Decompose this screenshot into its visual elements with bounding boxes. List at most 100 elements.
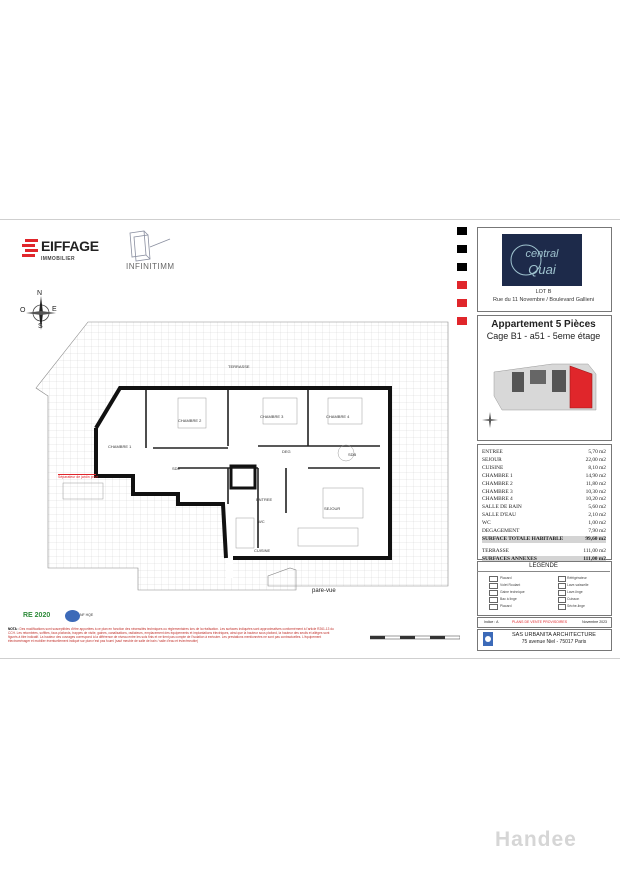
area-label: CUISINE bbox=[482, 464, 504, 471]
developer-subtitle: IMMOBILIER bbox=[41, 256, 75, 262]
area-row: CHAMBRE 4 10,20 m2 bbox=[482, 496, 606, 503]
indice-label: Indice : A bbox=[484, 620, 499, 624]
area-label: DEGAGEMENT bbox=[482, 528, 520, 534]
area-value: 1,00 m2 bbox=[588, 520, 606, 527]
label-sde: SDE bbox=[172, 466, 181, 471]
legend-item: Cuisson bbox=[567, 597, 580, 601]
area-row: TERRASSE 111,00 m2 bbox=[482, 548, 606, 555]
label-chambre1: CHAMBRE 1 bbox=[108, 444, 132, 449]
room-labels: CHAMBRE 1 CHAMBRE 2 CHAMBRE 3 CHAMBRE 4 … bbox=[58, 364, 357, 594]
area-row: DEGAGEMENT 7,90 m2 bbox=[482, 528, 606, 535]
architect-name: SAS URBANITA ARCHITECTURE bbox=[512, 632, 596, 638]
key-plan bbox=[493, 363, 597, 411]
label-entree: ENTREE bbox=[256, 497, 273, 502]
area-value: 111,00 m2 bbox=[583, 547, 606, 554]
area-value: 14,90 m2 bbox=[585, 472, 606, 479]
label-wc: WC bbox=[258, 519, 265, 524]
legend-symbol-icon bbox=[489, 604, 498, 610]
area-value: 10,30 m2 bbox=[585, 488, 606, 495]
swatch-red-2 bbox=[457, 299, 467, 307]
area-label: WC bbox=[482, 520, 491, 527]
area-row: SEJOUR 22,00 m2 bbox=[482, 457, 606, 464]
area-label: CHAMBRE 1 bbox=[482, 472, 513, 479]
label-deg: DEG bbox=[282, 449, 291, 454]
legend-symbol-icon bbox=[558, 597, 566, 603]
area-row: WC 1,00 m2 bbox=[482, 520, 606, 527]
label-chambre2: CHAMBRE 2 bbox=[178, 418, 202, 423]
label-chambre3: CHAMBRE 3 bbox=[260, 414, 284, 419]
area-label: SEJOUR bbox=[482, 456, 502, 463]
apartment-title: Appartement 5 Pièces bbox=[491, 319, 596, 330]
area-label: SURFACE TOTALE HABITABLE bbox=[482, 535, 564, 542]
legend-item: Placard bbox=[500, 576, 512, 580]
area-row: CHAMBRE 1 14,90 m2 bbox=[482, 473, 606, 480]
area-label: CHAMBRE 4 bbox=[482, 496, 513, 503]
swatch-red-3 bbox=[457, 317, 467, 325]
area-label: SALLE D'EAU bbox=[482, 512, 517, 519]
area-label: SURFACES ANNEXES bbox=[482, 555, 537, 562]
label-sdb: SDB bbox=[348, 452, 357, 457]
nota-head: NOTA : bbox=[8, 627, 19, 631]
legend-symbol-icon bbox=[558, 590, 566, 596]
label-pare-vue: pare-vue bbox=[312, 588, 336, 594]
legend-symbol-icon bbox=[489, 590, 498, 596]
partner-name: INFINITIMM bbox=[126, 262, 175, 271]
area-value: 8,10 m2 bbox=[588, 464, 606, 471]
area-value: 22,00 m2 bbox=[585, 456, 606, 463]
developer-name: EIFFAGE bbox=[41, 238, 99, 254]
indice-date: Novembre 2023 bbox=[582, 620, 607, 624]
nf-hqe-logo-icon bbox=[65, 610, 80, 622]
nf-hqe-label: NF HQE bbox=[80, 613, 94, 617]
legend-item: Placard bbox=[500, 604, 512, 608]
area-value: 2,10 m2 bbox=[588, 512, 606, 519]
area-value: 5,60 m2 bbox=[588, 504, 606, 511]
area-row: SURFACES ANNEXES 111,00 m2 bbox=[482, 555, 606, 563]
red-marks bbox=[58, 474, 96, 475]
area-value: 111,00 m2 bbox=[583, 555, 606, 562]
legend-symbol-icon bbox=[558, 576, 566, 582]
legend-symbol-icon bbox=[489, 576, 498, 582]
technical-shaft bbox=[229, 464, 257, 490]
legend-item: Sèche-linge bbox=[567, 604, 585, 608]
area-row: SALLE D'EAU 2,10 m2 bbox=[482, 512, 606, 519]
lot-label: LOT B bbox=[535, 289, 552, 295]
area-value: 5,70 m2 bbox=[588, 449, 606, 455]
watermark: Handee bbox=[495, 828, 577, 851]
label-terrasse: TERRASSE bbox=[228, 364, 250, 369]
legend-item: Réfrigérateur bbox=[567, 576, 587, 580]
scale-bar bbox=[370, 635, 460, 640]
project-line1: central bbox=[525, 248, 559, 260]
legend-symbol-icon bbox=[558, 583, 566, 589]
area-value: 7,90 m2 bbox=[588, 528, 606, 534]
project-line2: Quai bbox=[528, 262, 556, 277]
central-quai-logo: central Quai bbox=[502, 234, 582, 286]
area-label: ENTREE bbox=[482, 449, 503, 455]
compass-north: N bbox=[37, 290, 43, 297]
sheet-top-border bbox=[0, 219, 620, 220]
swatch-black-3 bbox=[457, 263, 467, 271]
architect-logo-icon bbox=[483, 632, 493, 646]
legend-item: Lave-vaisselle bbox=[567, 583, 589, 587]
area-value: 10,20 m2 bbox=[585, 496, 606, 503]
compass-east: E bbox=[52, 306, 57, 313]
compass-west: O bbox=[20, 307, 26, 314]
re2020-text: RE 2020 bbox=[23, 612, 51, 619]
legend-item: Bac à linge bbox=[500, 597, 517, 601]
apartment-interior bbox=[96, 388, 390, 578]
architect-box bbox=[477, 629, 612, 651]
legend-item: Gaine technique bbox=[500, 590, 525, 594]
label-chambre4: CHAMBRE 4 bbox=[326, 414, 350, 419]
sheet-bottom-border bbox=[0, 658, 620, 659]
nota-body: Des modifications sont susceptibles d'êt… bbox=[8, 627, 334, 643]
swatch-red-1 bbox=[457, 281, 467, 289]
exterior-walls bbox=[94, 386, 392, 560]
legend-symbol-icon bbox=[558, 604, 566, 610]
area-row: ENTREE 5,70 m2 bbox=[482, 449, 606, 456]
area-label: CHAMBRE 3 bbox=[482, 488, 513, 495]
area-label: TERRASSE bbox=[482, 547, 509, 554]
legend-item: Lave-linge bbox=[567, 590, 583, 594]
indice-box: Indice : A PLANS DE VENTE PROVISOIRES No… bbox=[477, 617, 612, 628]
area-value: 11,80 m2 bbox=[585, 480, 606, 487]
compass-south: S bbox=[38, 323, 43, 330]
